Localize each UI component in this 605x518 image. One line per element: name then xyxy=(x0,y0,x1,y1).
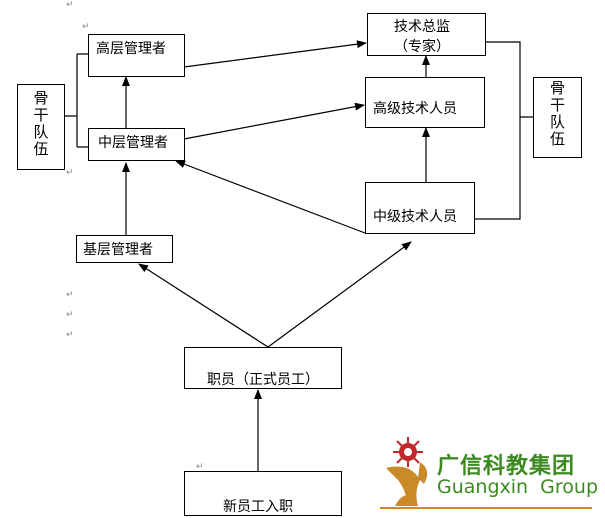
arrow-senior-to-director xyxy=(183,40,367,68)
arrow-staff-to-junior-manager xyxy=(138,263,269,348)
node-tech-director: 技术总监 （专家） xyxy=(367,13,486,56)
arrow-middle-tech-to-middle-manager xyxy=(175,160,366,234)
right-bracket xyxy=(474,41,533,220)
logo-emblem xyxy=(380,437,592,509)
node-label: 职员（正式员工） xyxy=(207,372,319,388)
node-middle-manager: 中层管理者 xyxy=(88,128,185,161)
arrow-staff-to-middle-tech xyxy=(267,241,412,348)
node-middle-tech: 中级技术人员 xyxy=(365,182,475,234)
left-bracket xyxy=(65,53,88,148)
node-label: 骨 干 队 伍 xyxy=(18,90,64,158)
char: 伍 xyxy=(33,140,49,158)
node-senior-manager: 高层管理者 xyxy=(88,34,185,77)
node-label: 高级技术人员 xyxy=(373,101,457,117)
node-label: 中级技术人员 xyxy=(373,209,457,225)
node-backbone-left: 骨 干 队 伍 xyxy=(17,84,65,170)
char: 伍 xyxy=(549,130,565,148)
node-backbone-right: 骨 干 队 伍 xyxy=(533,77,582,158)
node-label: 技术总监 xyxy=(394,19,450,35)
node-label: 基层管理者 xyxy=(83,242,153,258)
node-senior-tech: 高级技术人员 xyxy=(365,77,485,128)
paragraph-mark: ↵ xyxy=(66,0,74,10)
logo-name-cn: 广信科教集团 xyxy=(437,454,576,479)
paragraph-mark: ↵ xyxy=(66,290,74,300)
paragraph-mark: ↵ xyxy=(82,22,90,32)
paragraph-mark: ↵ xyxy=(66,168,74,178)
node-label: 高层管理者 xyxy=(96,41,166,57)
logo-name-en: Guangxin Group xyxy=(437,476,598,498)
node-label: 中层管理者 xyxy=(98,135,168,151)
node-junior-manager: 基层管理者 xyxy=(76,235,173,263)
char: 队 xyxy=(33,123,49,141)
node-sublabel: （专家） xyxy=(394,39,450,55)
node-label: 新员工入职 xyxy=(223,499,293,515)
node-new-employee: 新员工入职 xyxy=(184,471,342,516)
paragraph-mark: ↵ xyxy=(196,462,204,472)
char: 干 xyxy=(33,106,49,124)
paragraph-mark: ↵ xyxy=(66,310,74,320)
char: 干 xyxy=(549,96,565,114)
char: 骨 xyxy=(549,79,565,97)
paragraph-mark: ↵ xyxy=(66,330,74,340)
char: 骨 xyxy=(33,89,49,107)
char: 队 xyxy=(549,113,565,131)
node-label: 骨 干 队 伍 xyxy=(534,80,581,148)
node-staff: 职员（正式员工） xyxy=(184,347,342,389)
arrow-middle-to-senior-tech xyxy=(183,102,365,140)
